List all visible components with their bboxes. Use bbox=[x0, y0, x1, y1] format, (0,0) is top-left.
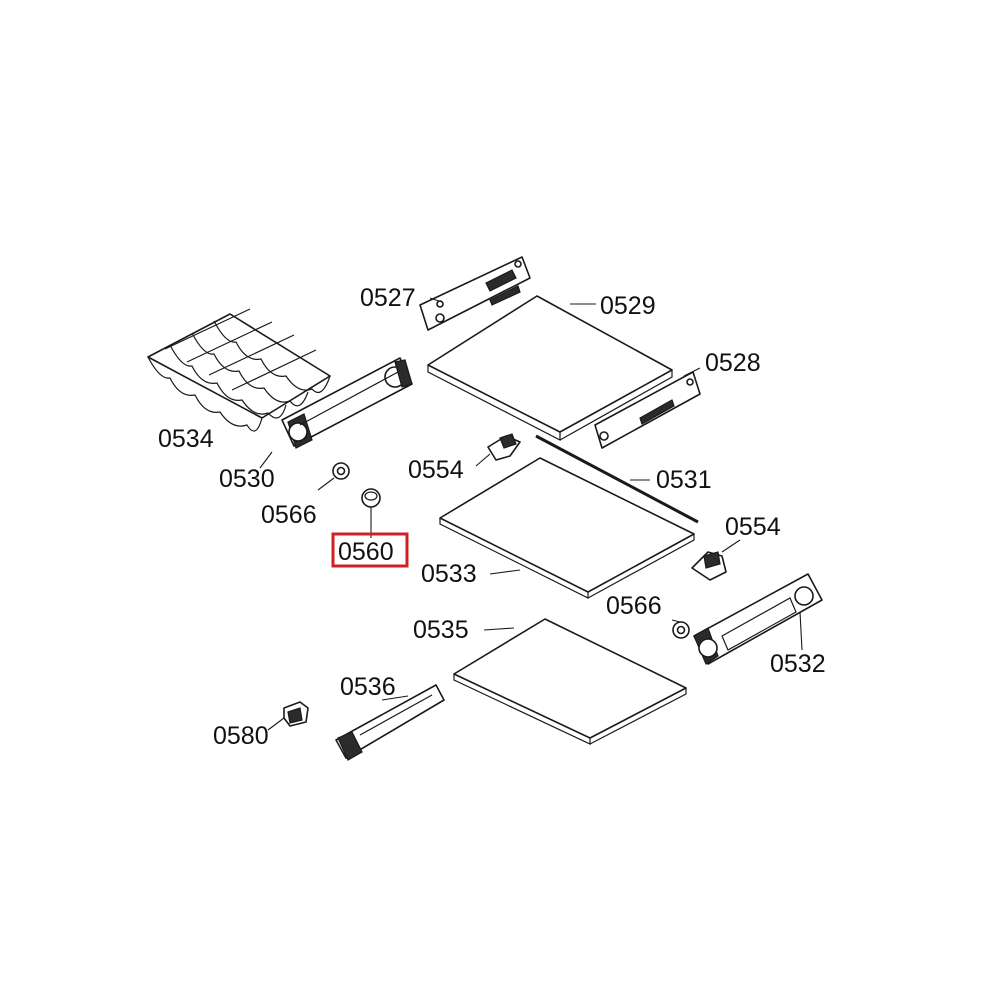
part-0554-clip-lower[interactable] bbox=[691, 551, 727, 581]
label-0531[interactable]: 0531 bbox=[656, 466, 712, 494]
part-0532-right-rail[interactable] bbox=[693, 573, 823, 665]
part-0530-left-rail[interactable] bbox=[281, 357, 413, 449]
part-0533-middle-shelf[interactable] bbox=[439, 457, 695, 599]
label-0560[interactable]: 0560 bbox=[338, 538, 394, 566]
part-0528-bracket[interactable] bbox=[594, 371, 701, 449]
highlight-box-0560 bbox=[331, 532, 409, 568]
part-0529-top-shelf[interactable] bbox=[427, 295, 673, 441]
label-0535[interactable]: 0535 bbox=[413, 616, 469, 644]
label-0527[interactable]: 0527 bbox=[360, 284, 416, 312]
label-0533[interactable]: 0533 bbox=[421, 560, 477, 588]
label-0566-right[interactable]: 0566 bbox=[606, 592, 662, 620]
part-0534-bottle-rack[interactable] bbox=[147, 308, 331, 432]
part-0580-clip[interactable] bbox=[283, 701, 309, 727]
part-0527-bracket[interactable] bbox=[419, 256, 531, 331]
part-0531-rod[interactable] bbox=[535, 434, 699, 524]
label-0534[interactable]: 0534 bbox=[158, 425, 214, 453]
label-0530[interactable]: 0530 bbox=[219, 465, 275, 493]
part-0566-washer-left[interactable] bbox=[332, 462, 350, 480]
part-0554-clip-upper[interactable] bbox=[487, 433, 521, 461]
part-0560-bushing[interactable] bbox=[361, 488, 381, 508]
part-0566-washer-right[interactable] bbox=[672, 621, 690, 639]
label-0580[interactable]: 0580 bbox=[213, 722, 269, 750]
label-0554-lower[interactable]: 0554 bbox=[725, 513, 781, 541]
part-labels: 0527 0529 0528 0534 0530 0554 0531 0566 … bbox=[158, 284, 826, 750]
part-0535-bottom-shelf[interactable] bbox=[453, 618, 687, 745]
label-0529[interactable]: 0529 bbox=[600, 292, 656, 320]
label-0566-left[interactable]: 0566 bbox=[261, 501, 317, 529]
label-0528[interactable]: 0528 bbox=[705, 349, 761, 377]
label-0554-upper[interactable]: 0554 bbox=[408, 456, 464, 484]
part-0536-runner[interactable] bbox=[335, 684, 445, 761]
label-0536[interactable]: 0536 bbox=[340, 673, 396, 701]
label-0532[interactable]: 0532 bbox=[770, 650, 826, 678]
